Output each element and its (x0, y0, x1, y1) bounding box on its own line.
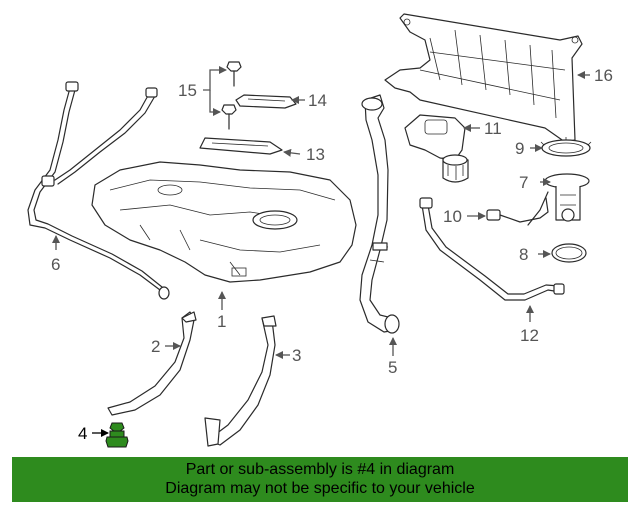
callout-2: 2 (151, 337, 160, 356)
callout-3: 3 (292, 346, 301, 365)
callout-1: 1 (217, 312, 226, 331)
callout-15: 15 (178, 81, 197, 100)
callout-16: 16 (594, 66, 613, 85)
callout-10: 10 (443, 207, 462, 226)
callout-6: 6 (51, 255, 60, 274)
bolt-part-4 (105, 422, 129, 448)
fuel-pump-module-part (404, 114, 469, 183)
tank-strap-3-part (204, 315, 277, 447)
highlight-banner: Part or sub-assembly is #4 in diagram Di… (12, 457, 628, 502)
lock-ring-part (540, 137, 592, 157)
callout-14: 14 (308, 91, 327, 110)
filler-neck-part (359, 94, 400, 334)
banner-line-2: Diagram may not be specific to your vehi… (165, 480, 475, 497)
banner-line-1: Part or sub-assembly is #4 in diagram (185, 461, 455, 478)
callout-9: 9 (515, 139, 524, 158)
callout-7: 7 (519, 173, 528, 192)
callout-11: 11 (484, 119, 502, 138)
callout-8: 8 (519, 245, 528, 264)
fuel-sender-part (527, 173, 590, 226)
leader-lines (52, 66, 590, 437)
tank-strap-2-part (107, 311, 197, 416)
callout-13: 13 (306, 145, 325, 164)
callout-labels: 1 2 3 4 5 6 7 8 9 10 11 12 13 14 15 16 (51, 66, 613, 443)
vent-line-part (419, 197, 565, 301)
fuel-tank-part (91, 161, 357, 283)
callout-12: 12 (520, 326, 539, 345)
o-ring-part (551, 243, 587, 263)
callout-5: 5 (388, 358, 397, 377)
fuel-line-part (27, 81, 170, 300)
sensor-harness-part (486, 197, 549, 223)
gasket-14-part (235, 94, 297, 109)
heat-shield-part (384, 13, 583, 143)
bolts-part (221, 61, 242, 130)
gasket-13-part (199, 137, 283, 155)
callout-4: 4 (78, 424, 87, 443)
